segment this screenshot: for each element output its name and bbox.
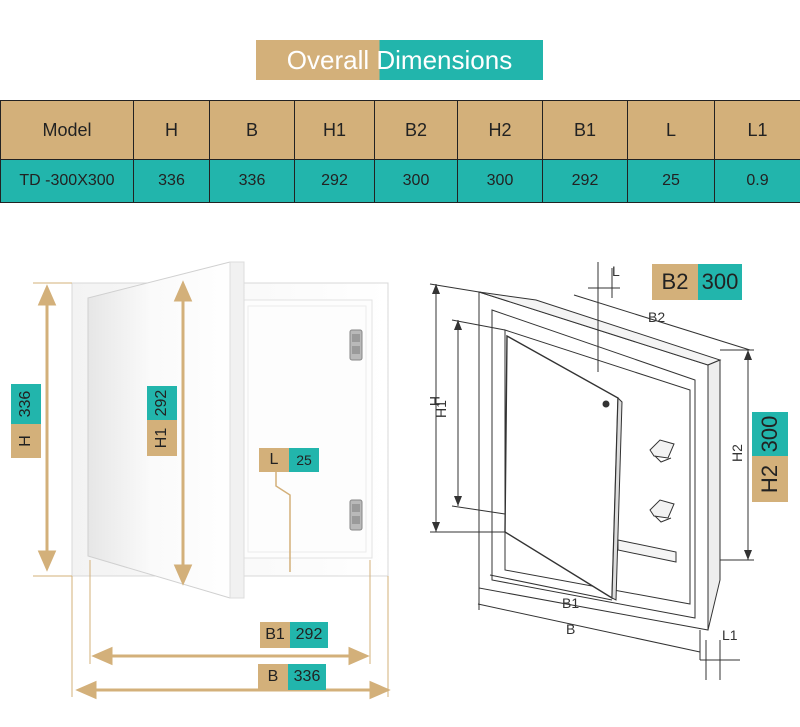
hatch-technical-diagram: H H1 H2 B B1 B2 L L1 <box>427 262 754 680</box>
tech-latch-top <box>649 439 675 463</box>
tech-label-b: B <box>566 621 575 637</box>
header-h1: H1 <box>294 100 375 160</box>
table-header-row: Model H B H1 B2 H2 B1 L L1 <box>0 100 800 160</box>
table-row: TD -300X300 336 336 292 300 300 292 25 0… <box>0 159 800 203</box>
label-h2: H2 300 <box>752 412 788 502</box>
header-h2: H2 <box>457 100 543 160</box>
tech-label-b2: B2 <box>648 309 665 325</box>
label-h1-value: 292 <box>147 386 177 420</box>
header-h: H <box>133 100 210 160</box>
cell-model: TD -300X300 <box>0 159 134 203</box>
label-b1-value: 292 <box>290 622 328 648</box>
tech-label-l: L <box>612 263 620 279</box>
title-part-2: Dimensions <box>376 45 513 75</box>
label-b-value: 336 <box>288 664 326 690</box>
tech-latch-bottom <box>649 499 675 523</box>
dimension-arrows <box>33 280 391 700</box>
header-b: B <box>209 100 295 160</box>
overall-dimensions-title: Overall Dimensions <box>256 40 543 80</box>
label-b1: B1 292 <box>260 622 328 648</box>
cell-l1: 0.9 <box>714 159 800 203</box>
label-h1: H1 292 <box>147 386 177 456</box>
tech-label-h2: H2 <box>729 444 745 462</box>
label-l-key: L <box>259 448 289 472</box>
label-b1-key: B1 <box>260 622 290 648</box>
label-b2-value: 300 <box>698 264 742 300</box>
latch-bottom <box>349 499 363 531</box>
cell-b: 336 <box>209 159 295 203</box>
cell-b1: 292 <box>542 159 628 203</box>
label-h: H 336 <box>11 384 41 458</box>
header-l1: L1 <box>714 100 800 160</box>
label-h2-key: H2 <box>752 456 788 502</box>
label-h-value: 336 <box>11 384 41 424</box>
cell-l: 25 <box>627 159 715 203</box>
label-h2-value: 300 <box>752 412 788 456</box>
cell-h1: 292 <box>294 159 375 203</box>
header-l: L <box>627 100 715 160</box>
hatch-photo-diagram <box>33 261 391 700</box>
cell-h2: 300 <box>457 159 543 203</box>
label-h-key: H <box>11 424 41 458</box>
tech-dimension-labels: H H1 H2 B B1 B2 L L1 <box>427 263 745 643</box>
tech-label-h: H <box>427 396 443 406</box>
tech-label-h1: H1 <box>433 400 449 418</box>
label-b: B 336 <box>258 664 326 690</box>
label-l: L 25 <box>259 448 319 472</box>
header-b2: B2 <box>374 100 458 160</box>
label-l-value: 25 <box>289 448 319 472</box>
header-b1: B1 <box>542 100 628 160</box>
title-part-1: Overall <box>286 45 377 75</box>
label-h1-key: H1 <box>147 420 177 456</box>
latch-top <box>349 329 363 361</box>
dimensions-table: Model H B H1 B2 H2 B1 L L1 TD -300X300 3… <box>0 100 800 203</box>
cell-h: 336 <box>133 159 210 203</box>
header-model: Model <box>0 100 134 160</box>
label-b-key: B <box>258 664 288 690</box>
label-b2-key: B2 <box>652 264 698 300</box>
tech-label-b1: B1 <box>562 595 579 611</box>
tech-label-l1: L1 <box>722 627 738 643</box>
cell-b2: 300 <box>374 159 458 203</box>
label-b2: B2 300 <box>652 264 742 300</box>
